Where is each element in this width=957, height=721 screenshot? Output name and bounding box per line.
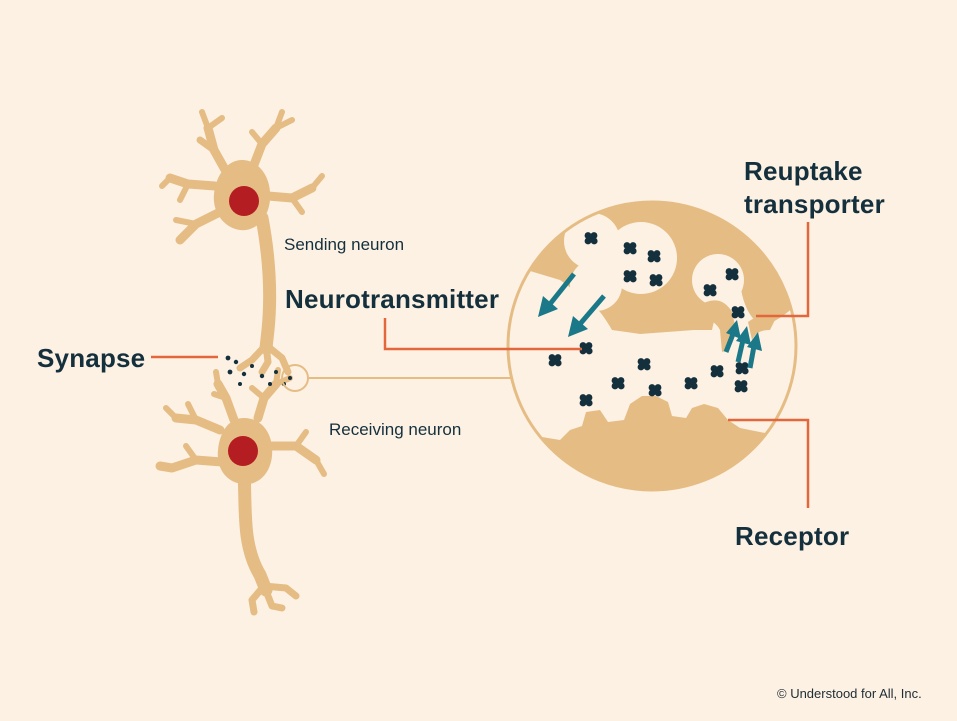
receiving-neuron — [155, 367, 327, 616]
receptor-label: Receptor — [735, 521, 850, 551]
receiving-neuron-nucleus — [228, 436, 258, 466]
receiving-neuron-label: Receiving neuron — [329, 420, 462, 439]
sending-neuron-label: Sending neuron — [284, 235, 405, 254]
reuptake-label-line1: Reuptake — [744, 156, 863, 186]
leader-lines — [151, 222, 810, 508]
neurotransmitter-label: Neurotransmitter — [285, 284, 500, 314]
copyright-notice: © Understood for All, Inc. — [777, 686, 922, 701]
vesicle — [570, 259, 622, 311]
synapse-label: Synapse — [37, 343, 146, 373]
reuptake-label-line2: transporter — [744, 189, 885, 219]
sending-neuron — [159, 109, 325, 376]
release-arrows — [538, 272, 606, 337]
reuptake-arrows — [723, 320, 762, 369]
sending-neuron-nucleus — [229, 186, 259, 216]
